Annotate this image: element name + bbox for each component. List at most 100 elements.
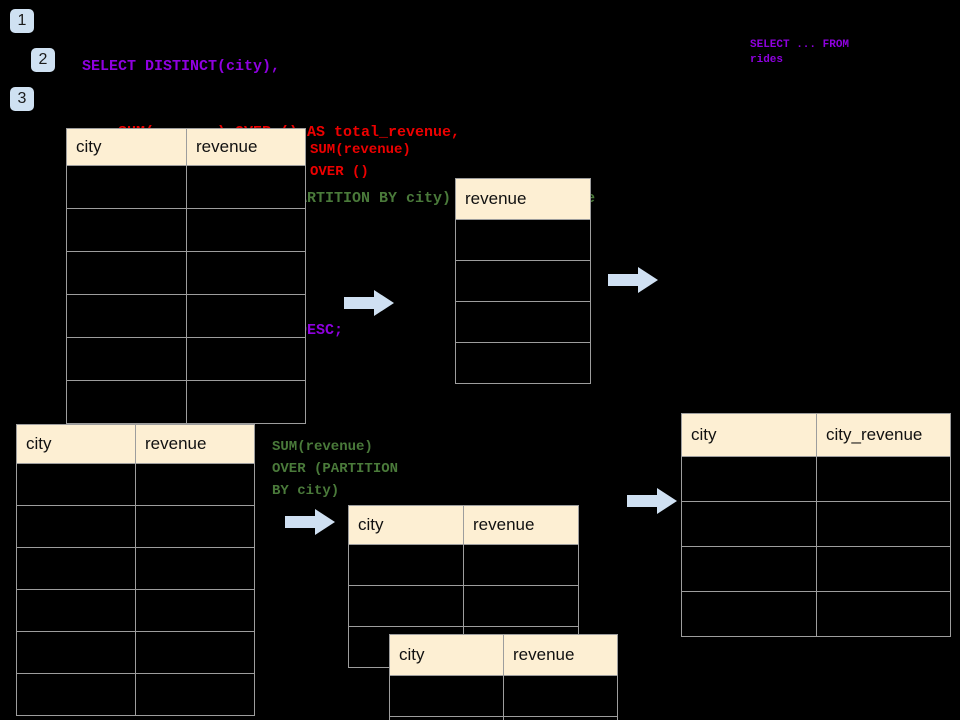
arrow-source-to-partition (285, 509, 335, 535)
table-cell (389, 675, 504, 717)
table-cell (16, 673, 136, 716)
table-row (16, 589, 255, 632)
table-row (16, 547, 255, 590)
table-row (16, 505, 255, 548)
table-rides-source-top: city revenue (66, 128, 306, 424)
table-cell (66, 294, 187, 338)
table-cell (681, 546, 817, 592)
table-row (348, 585, 579, 627)
table-cell (816, 546, 951, 592)
column-header-revenue: revenue (135, 424, 255, 464)
table-cell (186, 251, 306, 295)
column-header-city: city (66, 128, 187, 166)
table-cell (16, 463, 136, 506)
column-header-revenue: revenue (463, 505, 579, 545)
column-header-revenue: revenue (455, 178, 591, 220)
table-header-row: city revenue (348, 505, 579, 545)
table-header-row: city revenue (66, 128, 306, 166)
table-header-row: city revenue (389, 634, 618, 676)
table-cell (348, 585, 464, 627)
step-badge-3: 3 (10, 87, 34, 111)
step-badge-1: 1 (10, 9, 34, 33)
table-cell (135, 673, 255, 716)
annotation-sum-over-empty: SUM(revenue) OVER () (310, 142, 411, 180)
step-badge-2: 2 (31, 48, 55, 72)
table-row (66, 380, 306, 424)
table-row (16, 463, 255, 506)
table-cell (681, 591, 817, 637)
table-cell (16, 547, 136, 590)
table-row (66, 251, 306, 295)
table-cell (135, 547, 255, 590)
table-cell (186, 165, 306, 209)
table-row (681, 501, 951, 547)
table-cell (66, 380, 187, 424)
table-header-row: city revenue (16, 424, 255, 464)
table-row (455, 301, 591, 343)
table-cell (66, 251, 187, 295)
annotation-sum-over-partition: SUM(revenue) OVER (PARTITION BY city) (272, 439, 399, 499)
column-header-revenue: revenue (503, 634, 618, 676)
column-header-city-revenue: city_revenue (816, 413, 951, 457)
table-row (681, 546, 951, 592)
table-cell (681, 501, 817, 547)
table-header-row: revenue (455, 178, 591, 220)
table-cell (186, 380, 306, 424)
table-cell (66, 208, 187, 252)
table-cell (135, 505, 255, 548)
table-row (455, 342, 591, 384)
table-cell (348, 544, 464, 586)
table-cell (16, 505, 136, 548)
table-row (455, 219, 591, 261)
column-header-city: city (16, 424, 136, 464)
arrow-partition-to-final (627, 488, 677, 514)
table-row (681, 591, 951, 637)
arrow-source-to-total (344, 290, 394, 316)
table-total-revenue-result: revenue (455, 178, 591, 384)
table-cell (455, 301, 591, 343)
table-cell (186, 337, 306, 381)
table-cell (816, 456, 951, 502)
table-cell (455, 260, 591, 302)
table-cell (455, 342, 591, 384)
table-row (66, 294, 306, 338)
table-cell (135, 631, 255, 674)
table-city-revenue-result: city city_revenue (681, 413, 951, 637)
table-header-row: city city_revenue (681, 413, 951, 457)
table-row (348, 544, 579, 586)
table-partition-group-front: city revenue (389, 634, 618, 720)
table-cell (16, 589, 136, 632)
table-cell (389, 716, 504, 720)
table-cell (455, 219, 591, 261)
sql-line-select: SELECT DISTINCT(city), (82, 58, 281, 75)
table-rides-source-bottom: city revenue (16, 424, 255, 716)
table-row (16, 673, 255, 716)
table-cell (66, 337, 187, 381)
table-row (389, 675, 618, 717)
table-row (16, 631, 255, 674)
table-row (681, 456, 951, 502)
table-row (66, 208, 306, 252)
column-header-city: city (389, 634, 504, 676)
table-row (66, 165, 306, 209)
table-cell (503, 716, 618, 720)
table-cell (463, 585, 579, 627)
table-cell (681, 456, 817, 502)
table-cell (135, 463, 255, 506)
table-cell (186, 294, 306, 338)
table-cell (66, 165, 187, 209)
table-cell (816, 501, 951, 547)
table-partition-group-back: city revenue (348, 505, 579, 668)
arrow-total-to-final (608, 267, 658, 293)
table-cell (463, 544, 579, 586)
column-header-city: city (348, 505, 464, 545)
annotation-select-from: SELECT ... FROM rides (750, 39, 850, 66)
table-cell (135, 589, 255, 632)
table-cell (16, 631, 136, 674)
table-cell (503, 675, 618, 717)
table-row (455, 260, 591, 302)
table-cell (816, 591, 951, 637)
table-row (66, 337, 306, 381)
table-row (389, 716, 618, 720)
